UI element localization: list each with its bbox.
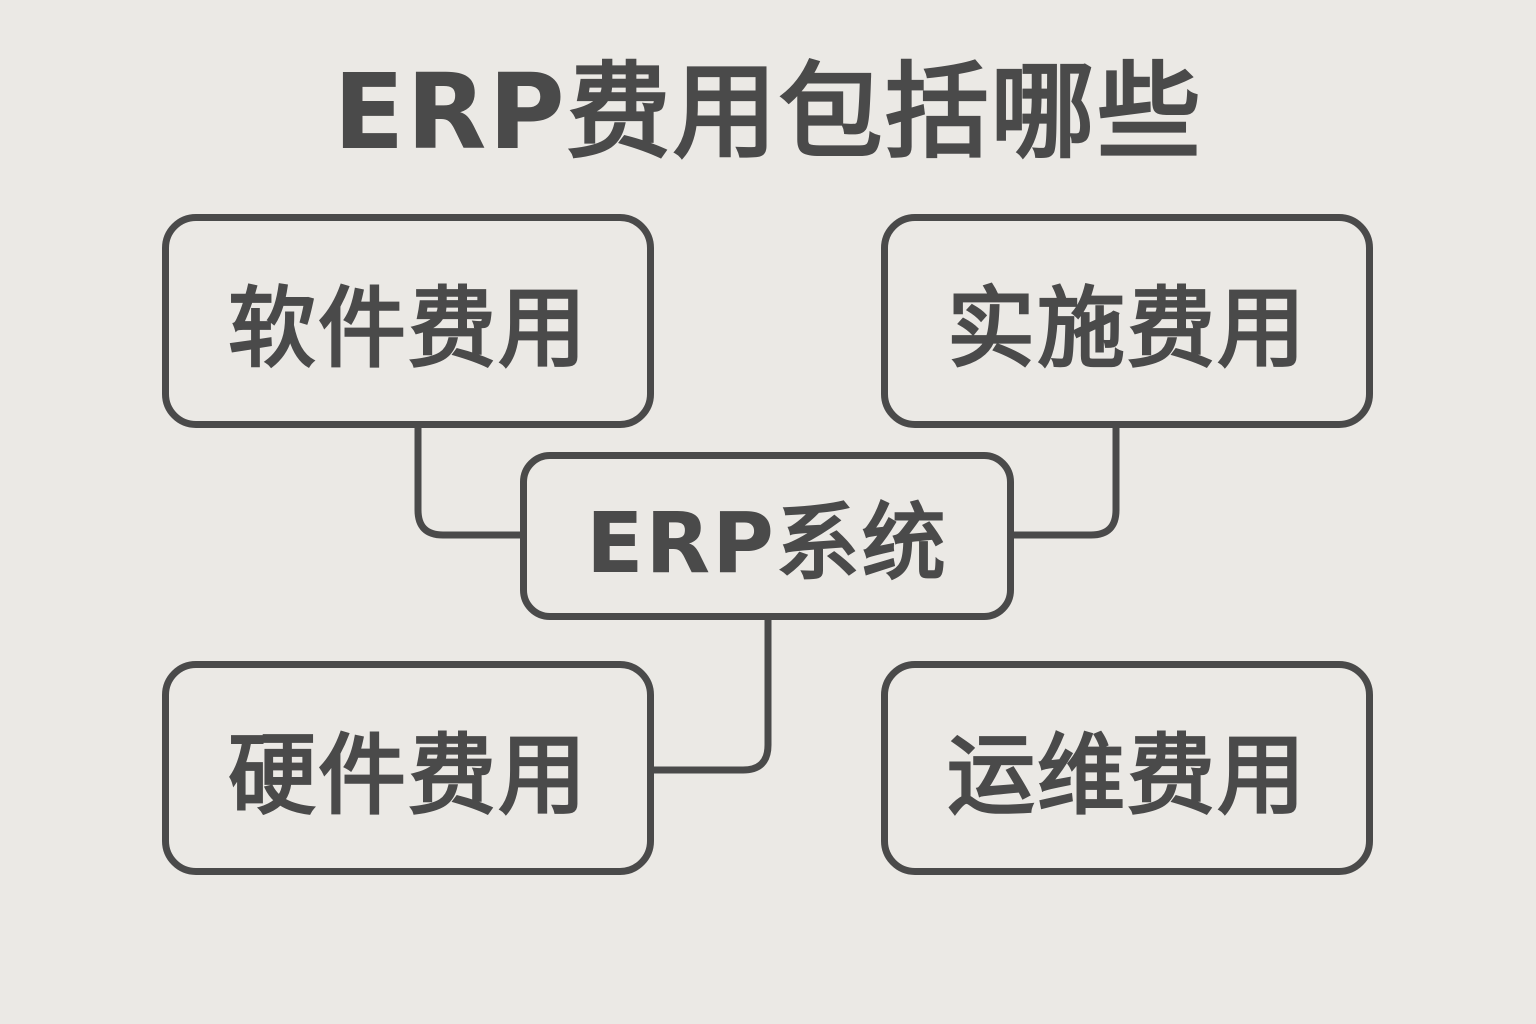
node-maintenance-cost: 运维费用 [881, 661, 1373, 875]
node-label: ERP系统 [586, 493, 948, 592]
node-implementation-cost: 实施费用 [881, 214, 1373, 428]
node-software-cost: 软件费用 [162, 214, 654, 428]
node-label: 软件费用 [227, 276, 588, 380]
node-hardware-cost: 硬件费用 [162, 661, 654, 875]
connector-implementation [1012, 425, 1120, 539]
diagram-title: ERP费用包括哪些 [333, 51, 1203, 173]
connector-software [414, 425, 524, 539]
node-label: 实施费用 [946, 276, 1307, 380]
node-label: 运维费用 [946, 723, 1307, 827]
node-erp-system: ERP系统 [520, 452, 1014, 620]
connector-hardware [652, 617, 772, 774]
node-label: 硬件费用 [227, 723, 588, 827]
